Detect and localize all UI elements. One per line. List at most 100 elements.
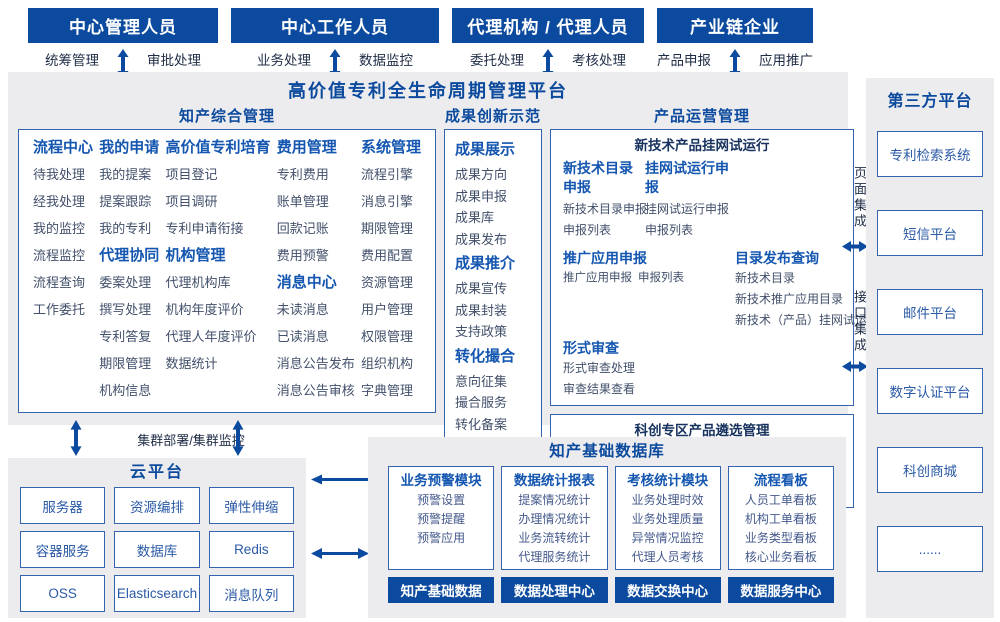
actor-role-left: 统筹管理 — [45, 53, 99, 68]
vertical-double-arrow-icon — [70, 420, 82, 456]
menu-item: 专利答复 — [99, 329, 152, 344]
actor-row: 中心管理人员 统筹管理 审批处理 中心工作人员 业务处理 数据监控 代理机构 /… — [28, 8, 813, 79]
data-module-box: 流程看板 人员工单看板机构工单看板业务类型看板核心业务看板 — [727, 466, 834, 570]
cloud-service: 资源编排 — [114, 487, 200, 524]
menu-group: 新技术目录申报 新技术目录申报申报列表 — [563, 159, 647, 241]
menu-item: 资源管理 — [360, 275, 413, 290]
vertical-double-arrow-icon — [729, 49, 741, 79]
data-platform-panel: 知产基础数据库 业务预警模块 预警设置预警提醒预警应用 数据统计报表 提案情况统… — [368, 437, 846, 618]
third-party-system: 科创商城 — [877, 447, 983, 493]
data-center-bar: 数据服务中心 — [727, 577, 834, 603]
menu-item: 办理情况统计 — [518, 512, 591, 526]
menu-group: 高价值专利培育 项目登记项目调研专利申请衔接 — [165, 134, 270, 242]
menu-item: 期限管理 — [360, 221, 413, 236]
menu-item: 业务处理时效 — [631, 493, 704, 507]
menu-group: 挂网试运行申报 挂网试运行申报申报列表 — [645, 159, 731, 241]
menu-item: 转化备案 — [455, 416, 508, 432]
menu-item-list: 流程引擎消息引擎期限管理费用配置资源管理用户管理权限管理组织机构字典管理 — [361, 161, 421, 404]
data-center-row: 知产基础数据数据处理中心数据交换中心数据服务中心 — [388, 577, 834, 603]
menu-item: 申报列表 — [638, 272, 684, 284]
actor-role-right: 应用推广 — [759, 53, 813, 68]
menu-column: 我的申请 我的提案提案跟踪我的专利 代理协同 委案处理撰写处理专利答复期限管理机… — [99, 134, 159, 408]
section-achievement-demo: 成果创新示范 成果展示 成果方向成果申报成果库成果发布 成果推介 成果宣传成果封… — [444, 105, 542, 442]
menu-item: 机构年度评价 — [165, 302, 244, 317]
menu-item: 字典管理 — [360, 383, 413, 398]
cloud-service: Elasticsearch — [114, 575, 200, 612]
actor-column: 代理机构 / 代理人员 委托处理 考核处理 — [452, 8, 644, 79]
menu-item: 形式审查处理 — [563, 361, 636, 375]
menu-group: 转化撮合 意向征集撮合服务转化备案 — [455, 343, 531, 436]
menu-item: 撮合服务 — [455, 395, 508, 410]
actor-banner: 中心管理人员 — [28, 8, 218, 43]
third-party-system: 数字认证平台 — [877, 368, 983, 414]
menu-item: 项目登记 — [165, 167, 218, 182]
menu-column: 流程中心 待我处理经我处理我的监控流程监控流程查询工作委托 — [33, 134, 93, 408]
cluster-label: 集群部署/集群监控 — [137, 433, 245, 448]
menu-item: 核心业务看板 — [744, 550, 817, 564]
actor-role-right: 审批处理 — [147, 53, 201, 68]
menu-item: 申报列表 — [563, 223, 612, 237]
menu-item-list: 未读消息已读消息消息公告发布消息公告审核 — [277, 296, 355, 404]
menu-item: 项目调研 — [165, 194, 218, 209]
menu-item: 业务类型看板 — [744, 531, 817, 545]
data-center-bar: 数据处理中心 — [501, 577, 608, 603]
menu-group-title: 转化撮合 — [455, 347, 516, 365]
menu-item: 新技术（产品）挂网试运行计划 — [735, 313, 904, 327]
menu-item: 成果宣传 — [455, 281, 508, 296]
menu-item: 用户管理 — [360, 302, 413, 317]
vertical-double-arrow-icon — [542, 49, 554, 79]
horizontal-double-arrow-icon — [311, 548, 369, 559]
menu-item: 异常情况监控 — [631, 531, 704, 545]
menu-item-list: 挂网试运行申报申报列表 — [645, 199, 731, 241]
cloud-service: 消息队列 — [208, 575, 294, 612]
menu-group-title: 新技术目录申报 — [563, 160, 633, 195]
data-module-box: 数据统计报表 提案情况统计办理情况统计业务流转统计代理服务统计 — [501, 466, 608, 570]
menu-group: 成果推介 成果宣传成果封装支持政策 — [455, 250, 531, 343]
menu-item-list: 代理机构库机构年度评价代理人年度评价数据统计 — [165, 269, 270, 377]
cloud-service: 弹性伸缩 — [208, 487, 294, 524]
menu-item: 我的提案 — [99, 167, 152, 182]
menu-item-list: 新技术目录申报申报列表 — [563, 199, 647, 241]
menu-item: 预警应用 — [417, 531, 466, 545]
menu-item: 预警设置 — [417, 493, 466, 507]
platform-sections: 知产综合管理 流程中心 待我处理经我处理我的监控流程监控流程查询工作委托 — [8, 103, 904, 508]
menu-group-title: 业务预警模块 — [400, 473, 482, 488]
menu-item: 成果申报 — [455, 188, 508, 204]
menu-item-list: 成果宣传成果封装支持政策 — [455, 278, 531, 343]
menu-group-title: 流程中心 — [33, 139, 94, 156]
ip-management-box: 流程中心 待我处理经我处理我的监控流程监控流程查询工作委托 我的申请 我的提案提… — [18, 129, 436, 413]
menu-item: 业务处理质量 — [631, 512, 704, 526]
menu-item: 机构工单看板 — [744, 512, 817, 526]
cloud-service: 容器服务 — [20, 531, 106, 568]
third-party-title: 第三方平台 — [887, 93, 973, 110]
menu-item: 费用预警 — [276, 248, 329, 263]
menu-item: 权限管理 — [360, 329, 413, 344]
menu-group-title: 流程看板 — [753, 473, 808, 488]
section-title: 产品运营管理 — [653, 108, 750, 125]
menu-group: 推广应用申报 推广应用申报申报列表 — [563, 249, 731, 331]
menu-item: 代理机构库 — [165, 275, 231, 290]
menu-group-title: 成果推介 — [455, 255, 516, 272]
menu-item: 专利申请衔接 — [165, 221, 244, 236]
menu-item: 我的监控 — [33, 221, 86, 236]
actor-banner: 代理机构 / 代理人员 — [452, 8, 644, 43]
sub-box-title: 新技术产品挂网试运行 — [634, 138, 770, 153]
menu-item: 新技术推广应用目录 — [735, 292, 844, 306]
menu-group-title: 目录发布查询 — [735, 250, 819, 266]
menu-item: 新技术目录 — [735, 271, 796, 285]
platform-panel: 高价值专利全生命周期管理平台 知产综合管理 流程中心 待我处理经我处理我的监控流… — [8, 72, 904, 508]
menu-group-title: 我的申请 — [99, 139, 160, 156]
menu-group-title: 数据统计报表 — [513, 473, 595, 488]
actor-roles: 产品申报 应用推广 — [657, 46, 813, 79]
third-party-list: 专利检索系统短信平台邮件平台数字认证平台科创商城...... — [877, 131, 983, 572]
menu-item: 提案跟踪 — [99, 194, 152, 209]
menu-item: 成果方向 — [455, 167, 508, 182]
menu-item: 账单管理 — [276, 194, 329, 209]
menu-column: 系统管理 流程引擎消息引擎期限管理费用配置资源管理用户管理权限管理组织机构字典管… — [361, 134, 421, 408]
menu-item-list: 推广应用申报申报列表 — [563, 268, 731, 289]
menu-item: 费用配置 — [360, 248, 413, 263]
menu-item-list: 人员工单看板机构工单看板业务类型看板核心业务看板 — [729, 491, 833, 567]
menu-item-list: 我的提案提案跟踪我的专利 — [99, 161, 159, 242]
